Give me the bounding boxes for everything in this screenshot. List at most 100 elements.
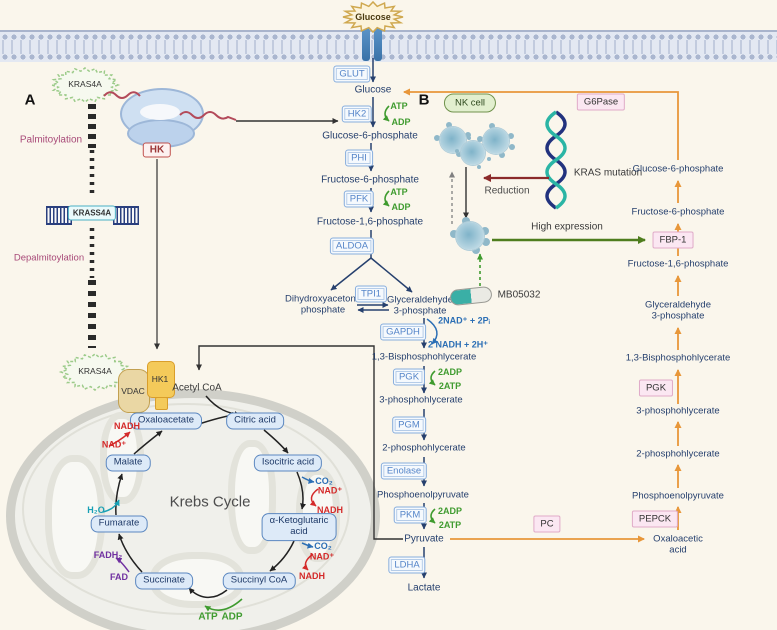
citric-acid-box: Citric acid xyxy=(226,412,284,430)
b-g3p-label-2: 3-phosphate xyxy=(651,310,705,322)
krass4a-gene-box: KRASS4A xyxy=(67,205,117,221)
nadh-malate-label: NADH xyxy=(114,421,140,431)
oxaloacetate-box: Oxaloacetate xyxy=(130,412,202,430)
dna-helix-icon xyxy=(545,110,567,210)
pyruvate-label: Pyruvate xyxy=(404,533,444,545)
palmitoylation-label: Palmitoylation xyxy=(19,134,83,146)
glucose-starburst-icon xyxy=(342,0,404,34)
nad-co2-arrows xyxy=(301,318,438,549)
co2-isocitric-label: CO₂ xyxy=(315,476,333,486)
krebs-cycle-title: Krebs Cycle xyxy=(169,493,251,511)
krebs-adp-label: ADP xyxy=(221,611,243,623)
lactate-label: Lactate xyxy=(407,582,441,594)
gapdh-box: GAPDH xyxy=(380,323,426,341)
f16p-label: Fructose-1,6-phosphate xyxy=(316,216,424,228)
phi-box: PHI xyxy=(345,149,373,167)
nk-cell-badge: NK cell xyxy=(443,93,497,113)
hk2-adp-label: ADP xyxy=(391,117,411,127)
pgm-box: PGM xyxy=(392,416,426,434)
pgk-right-box: PGK xyxy=(638,379,674,397)
plasma-membrane xyxy=(0,30,777,62)
pgk-box: PGK xyxy=(392,368,426,386)
g3p-label-2: 3-phosphate xyxy=(393,305,447,317)
pfk-adp-label: ADP xyxy=(391,202,411,212)
mb05032-label: MB05032 xyxy=(497,289,541,301)
glut-channel-icon xyxy=(362,28,370,61)
nadh-isocitric-label: NADH xyxy=(317,505,343,515)
pc-box: PC xyxy=(533,515,561,533)
dark-arrows xyxy=(154,118,469,540)
pepck-box: PEPCK xyxy=(631,510,679,528)
pgk-atp-label: 2ATP xyxy=(438,381,462,391)
hk1-label: HK1 xyxy=(151,374,169,384)
b-f6p-label: Fructose-6-phosphate xyxy=(631,206,725,218)
pfk-box: PFK xyxy=(343,190,375,208)
atp-adp-arcs xyxy=(204,105,483,612)
succinate-box: Succinate xyxy=(135,572,193,590)
hk-box: HK xyxy=(142,142,172,158)
dna-hatch-right xyxy=(113,206,139,225)
reduction-label: Reduction xyxy=(484,185,530,197)
pkm-box: PKM xyxy=(393,506,427,524)
pfk-atp-label: ATP xyxy=(390,187,408,197)
b-g6p-label: Glucose-6-phosphate xyxy=(632,163,724,175)
f6p-label: Fructose-6-phosphate xyxy=(321,174,419,186)
fad-label: FAD xyxy=(110,572,128,582)
gapdh-nad-in-label: 2NAD⁺ + 2Pᵢ xyxy=(438,315,490,326)
malate-box: Malate xyxy=(105,454,151,472)
fbp1-box: FBP-1 xyxy=(652,231,694,249)
pg3-label: 3-phosphohlycerate xyxy=(379,394,463,406)
kras-mutation-label: KRAS mutation xyxy=(573,167,643,179)
nadh-arcs xyxy=(108,431,319,571)
high-expression-label: High expression xyxy=(531,221,603,233)
glucose-label: Glucose xyxy=(354,84,392,96)
pkm-adp-label: 2ADP xyxy=(437,506,463,516)
g6pase-box: G6Pase xyxy=(576,93,626,111)
h2o-arc xyxy=(102,499,120,513)
glut-box: GLUT xyxy=(333,65,371,83)
b-oxa-label-1: Oxaloacetic xyxy=(653,533,703,545)
b-f16p-label: Fructose-1,6-phosphate xyxy=(627,258,729,270)
akg-line-1: α-Ketoglutaric xyxy=(269,515,329,527)
nadh-akg-label: NADH xyxy=(299,571,325,581)
mitochondrion-inner-membrane xyxy=(22,403,350,615)
crista xyxy=(45,455,105,579)
ribosome-exit-site xyxy=(140,104,180,120)
b-pg2-label: 2-phosphohlycerate xyxy=(636,448,720,460)
aldoa-box: ALDOA xyxy=(329,237,375,255)
pep-label: Phosphoenolpyruvate xyxy=(377,489,469,501)
succinyl-coa-box: Succinyl CoA xyxy=(222,572,296,590)
b-pg3-label: 3-phosphohlycerate xyxy=(636,405,720,417)
tumor-cell-icon xyxy=(456,222,484,250)
pg2-label: 2-phosphohlycerate xyxy=(382,442,466,454)
dhap-label-2: phosphate xyxy=(300,304,346,316)
glucose-star-label: Glucose xyxy=(355,11,391,22)
g3p-label-1: Glyceraldehyde xyxy=(386,294,454,306)
hk2-atp-label: ATP xyxy=(390,101,408,111)
panel-b-label: B xyxy=(418,91,430,109)
co2-akg-label: CO₂ xyxy=(314,541,332,551)
enolase-box: Enolase xyxy=(380,462,428,480)
tpi1-box: TPI1 xyxy=(354,285,388,303)
h2o-label: H₂O xyxy=(87,505,105,515)
b-g3p-label-1: Glyceraldehyde xyxy=(644,299,712,311)
dna-hatch-left xyxy=(46,206,72,225)
hk2-box: HK2 xyxy=(341,105,373,123)
panel-a-label: A xyxy=(24,91,36,109)
akg-line-2: acid xyxy=(290,526,308,537)
nk-cell-icon xyxy=(483,128,509,154)
nad-isocitric-label: NAD⁺ xyxy=(317,485,343,496)
nad-malate-label: NAD⁺ xyxy=(101,439,127,450)
g6p-label: Glucose-6-phosphate xyxy=(322,130,418,142)
nad-akg-label: NAD⁺ xyxy=(309,551,335,562)
acetyl-coa-label: Acetyl CoA xyxy=(172,382,222,394)
fadh2-arc xyxy=(115,557,130,573)
bpg-label: 1,3-Bisphosphohlycerate xyxy=(371,351,477,363)
pgk-adp-label: 2ADP xyxy=(437,367,463,377)
fadh2-label: FADH₂ xyxy=(93,550,123,560)
nk-cell-icon xyxy=(461,141,485,165)
b-oxa-label-2: acid xyxy=(669,544,687,556)
kras4a-bottom-label: KRAS4A xyxy=(78,366,112,377)
